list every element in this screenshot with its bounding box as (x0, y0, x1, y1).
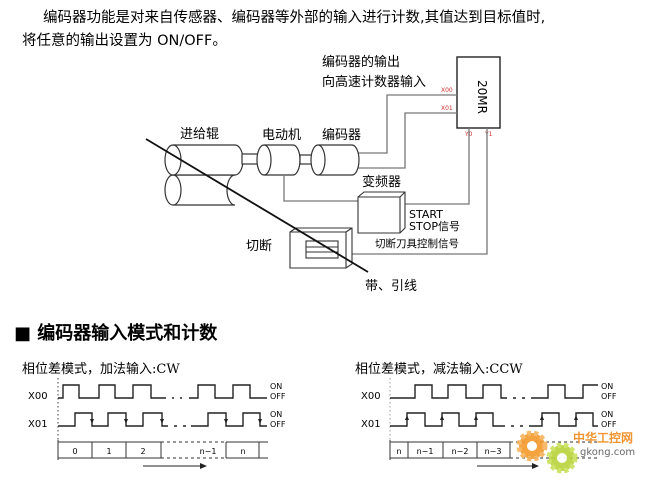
timing-diagram-cw: 相位差模式，加法输入:CW X00 X01 ON OFF ON OFF 0 1 … (22, 361, 286, 469)
feed-roller (164, 144, 263, 206)
plc-model: 20MR (475, 80, 489, 114)
encoder (310, 144, 360, 176)
paragraph-line-1: 编码器功能是对来自传感器、编码器等外部的输入进行计数,其值达到目标值时, (43, 8, 545, 26)
start-label: START (409, 208, 443, 221)
section-heading: ■ 编码器输入模式和计数 (14, 322, 218, 344)
y1-terminal: Y1 (484, 131, 493, 138)
ccw-x01-on: ON (601, 410, 613, 419)
ccw-count-cell: n−1 (417, 447, 434, 456)
cw-x01-on: ON (270, 410, 282, 419)
cw-title: 相位差模式，加法输入:CW (22, 361, 180, 377)
gkong-watermark-logo: 中华工控网 gkong.com (516, 430, 635, 474)
cw-count-cell: n (240, 447, 245, 456)
watermark-name: 中华工控网 (573, 430, 633, 445)
motor-label: 电动机 (262, 128, 301, 143)
cw-x01-off: OFF (270, 420, 286, 429)
ccw-count-cell: n (396, 447, 401, 456)
encoder-system-diagram: 编码器的输出 向高速计数器输入 20MR X00 X01 Y0 Y1 进给辊 电… (145, 54, 501, 294)
cutter-box (289, 227, 353, 269)
timing-diagram-ccw: 相位差模式，减法输入:CCW X00 X01 ON OFF ON OFF n n… (355, 361, 617, 469)
plc-box (456, 56, 501, 129)
encoder-output-label-2: 向高速计数器输入 (322, 74, 426, 90)
cw-x00-on: ON (270, 382, 282, 391)
feed-roller-label: 进给辊 (180, 127, 219, 142)
cw-x01-label: X01 (28, 419, 48, 430)
watermark-url: gkong.com (580, 447, 635, 458)
ccw-x00-on: ON (601, 382, 613, 391)
ccw-count-cell: n−3 (485, 447, 502, 456)
cw-x00-label: X00 (28, 391, 48, 402)
cutter-signal-label: 切断刀具控制信号 (375, 237, 459, 250)
encoder-output-label-1: 编码器的输出 (322, 54, 400, 70)
cutter-label: 切断 (246, 239, 272, 254)
cw-count-cell: n−1 (200, 447, 217, 456)
y0-terminal: Y0 (464, 131, 473, 138)
ccw-x00-label: X00 (361, 391, 381, 402)
inverter-label: 变频器 (362, 174, 401, 190)
ccw-count-cell: n−2 (452, 447, 469, 456)
cw-count-cell: 2 (140, 447, 145, 456)
ccw-x01-label: X01 (361, 419, 381, 430)
motor (256, 144, 315, 176)
ccw-x00-off: OFF (601, 392, 617, 401)
paragraph-line-2: 将任意的输出设置为 ON/OFF。 (22, 31, 227, 49)
cw-count-cell: 1 (106, 447, 111, 456)
ccw-title: 相位差模式，减法输入:CCW (355, 361, 523, 377)
belt-line (145, 138, 369, 273)
x00-terminal: X00 (441, 87, 453, 94)
ccw-x01-off: OFF (601, 420, 617, 429)
cw-count-cell: 0 (72, 447, 77, 456)
stop-signal-label: STOP信号 (409, 220, 460, 233)
belt-label: 带、引线 (365, 279, 417, 294)
cw-x00-off: OFF (270, 392, 286, 401)
x01-terminal: X01 (441, 105, 453, 112)
encoder-label: 编码器 (322, 128, 361, 143)
inverter-box (357, 191, 406, 234)
